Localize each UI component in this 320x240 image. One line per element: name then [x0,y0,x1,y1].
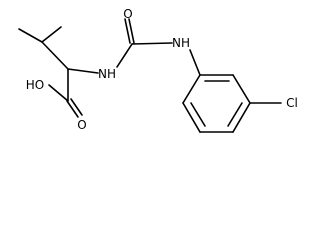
atom-label-alpha-nh: NH [98,67,116,81]
bond-alpha-nh [67,68,99,74]
bond-carboxyl-oxygen-a [66,100,79,118]
structure-diagram: O NH NH HO O Cl [18,7,298,133]
atom-label-acid-oxygen: O [77,118,86,132]
bond-carboxyl-hydroxyl [48,84,69,102]
bond-ch-methyl2 [41,26,62,43]
bond-nh-carbonyl [116,43,133,68]
atom-label-hydroxyl: HO [26,78,44,92]
bond-carbonyl-oxygen-b [128,18,135,44]
bond-carboxyl-oxygen-b [70,98,83,116]
bond-carbonyl-oxygen-a [124,18,131,44]
ring-inner-3 [190,102,206,127]
ring-bond-2 [232,74,251,104]
bond-ch-alpha [41,41,69,70]
ring-bond-6 [182,74,201,104]
ring-inner-2 [227,102,243,127]
bond-carbonyl-urea-nh [131,42,173,45]
bond-urea-nh-ring [189,49,201,76]
molecule-svg: O NH NH HO O Cl [18,7,298,133]
atom-label-carbonyl-oxygen: O [123,7,132,21]
atom-label-urea-nh: NH [172,36,190,50]
ring-bond-3 [232,102,251,133]
ring-bond-5 [182,102,201,133]
bond-methyl1-ch [18,28,43,43]
atom-label-chlorine: Cl [286,96,298,110]
